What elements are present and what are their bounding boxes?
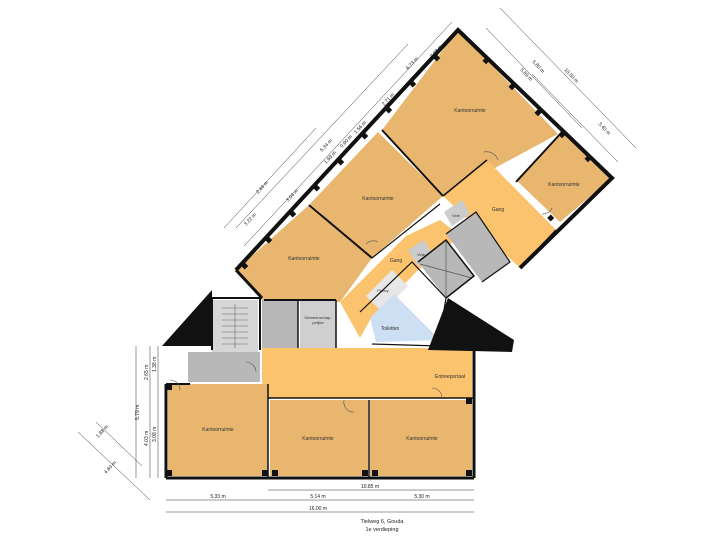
dim-340: 3.40 m	[597, 121, 612, 136]
dimension-lines-sw	[77, 421, 151, 501]
label-gang-right: Gang	[492, 207, 504, 213]
room-gemeenschap	[300, 300, 336, 348]
door-swings	[169, 151, 553, 413]
label-kantoor-left: Kantoorruimte	[288, 256, 320, 262]
dim-673: 6.73 m	[405, 56, 420, 71]
dim-533: 5.33 m	[210, 494, 225, 500]
dim-244: 2.44 m	[255, 180, 270, 195]
dim-1050: 10.50 m	[563, 67, 580, 84]
room-gang-right	[443, 160, 556, 268]
label-gemeenschap-1: Gemeenschap-	[304, 315, 332, 320]
label-entreeportaal: Entreeportaal	[435, 374, 465, 380]
caption-address: Tielweg 6, Gouda	[361, 519, 405, 525]
label-vide-1: Vide	[452, 213, 461, 218]
lift-cross	[419, 242, 473, 296]
dim-188: 1.88 m	[95, 424, 110, 439]
dimension-lines-west	[135, 346, 159, 478]
dim-514: 5.14 m	[310, 494, 325, 500]
dim-1600: 16.00 m	[309, 506, 327, 512]
label-gemeenschap-2: pelijke	[312, 320, 324, 325]
room-kantoor-left	[236, 205, 372, 302]
dimension-lines-nw	[223, 21, 453, 247]
label-kantoor-bl: Kantoorruimte	[202, 427, 234, 433]
dim-322: 3.22 m	[243, 212, 258, 227]
room-kantoor-mid	[310, 132, 443, 258]
dim-1085: 10.85 m	[361, 484, 379, 490]
room-vide-1	[444, 200, 470, 226]
dim-308: 3.08 m	[152, 427, 158, 442]
stair-landing	[188, 352, 260, 382]
room-labels: Kantoorruimte Kantoorruimte Kantoorruimt…	[202, 108, 580, 442]
label-pantry: Pantry	[377, 288, 389, 293]
room-kantoor-top	[382, 30, 558, 196]
label-kantoor-top: Kantoorruimte	[454, 108, 486, 114]
room-storage-grey	[262, 300, 298, 348]
caption-floor: 1e verdieping	[365, 527, 398, 533]
room-entree	[262, 348, 472, 398]
stair-treads	[222, 304, 248, 348]
dimension-lines-ne	[485, 7, 637, 163]
label-vide-2: Vide	[417, 252, 426, 257]
window-mullions	[166, 54, 592, 476]
dim-138: 1.38 m	[152, 357, 158, 372]
dim-579: 5.79 m	[135, 405, 141, 420]
dim-569: 5.69 m	[519, 67, 534, 82]
room-kantoor-bl	[168, 384, 268, 476]
room-pantry	[366, 270, 408, 312]
label-kantoor-bm: Kantoorruimte	[302, 436, 334, 442]
room-kantoor-br	[370, 400, 472, 476]
dim-580: 5.80 m	[531, 59, 546, 74]
room-toiletten	[370, 294, 440, 342]
label-kantoor-br: Kantoorruimte	[406, 436, 438, 442]
label-kantoor-mid: Kantoorruimte	[362, 196, 394, 202]
room-kantoor-bm	[270, 400, 368, 476]
dim-530: 5.30 m	[414, 494, 429, 500]
column-triangle-left	[162, 290, 212, 346]
dim-403: 4.03 m	[144, 431, 150, 446]
dim-265: 2.65 m	[144, 365, 150, 380]
dimension-lines-south	[166, 489, 474, 513]
column-triangle-right	[428, 298, 514, 352]
stair-core-upper	[446, 212, 510, 282]
label-toiletten: Toiletten	[381, 326, 400, 332]
label-kantoor-right: Kantoorruimte	[548, 182, 580, 188]
room-kantoor-right	[516, 132, 612, 222]
walls	[164, 27, 615, 480]
label-gang-center: Gang	[390, 258, 402, 264]
